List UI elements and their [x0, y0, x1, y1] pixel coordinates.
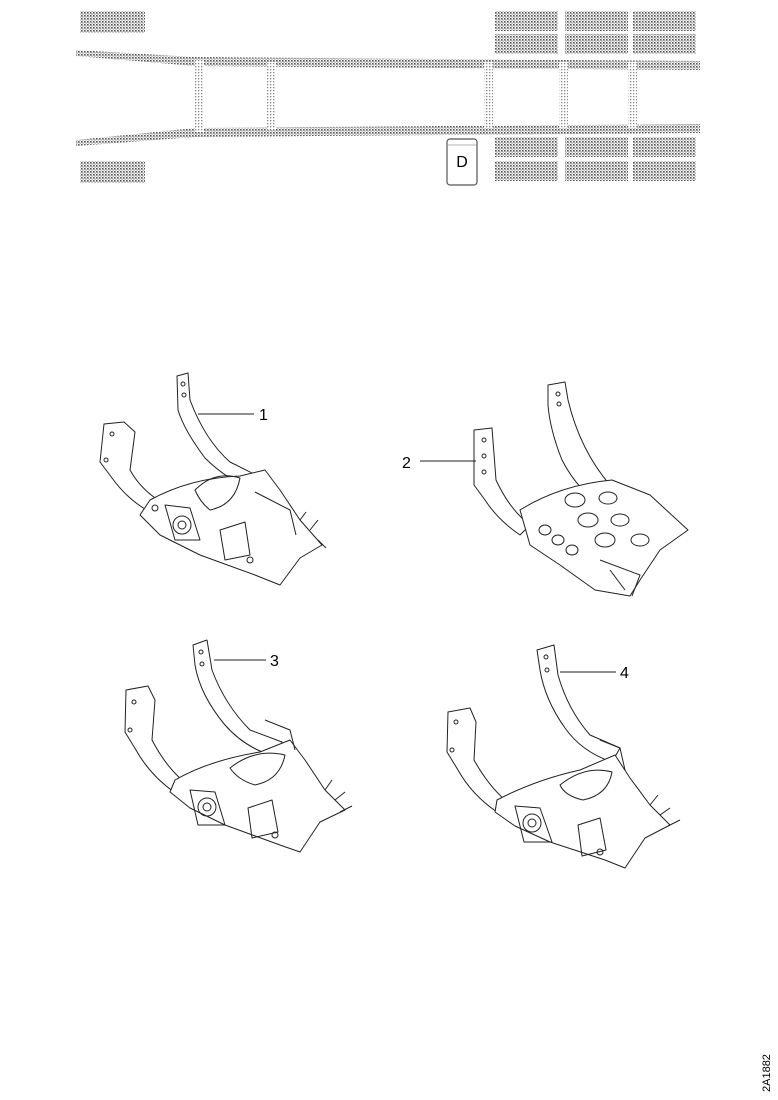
rear-wheels-top [495, 11, 696, 54]
front-right-wheel [80, 161, 145, 183]
bracket-part-3 [124, 639, 353, 853]
bracket-part-1 [99, 372, 327, 586]
rear-wheels-bottom [495, 137, 696, 181]
fuel-tank-label: D [456, 154, 468, 171]
front-left-wheel [80, 11, 145, 33]
callout-label-3: 3 [270, 653, 279, 670]
document-id: 2A1882 [761, 1054, 773, 1092]
callout-label-4: 4 [620, 665, 629, 682]
cross-members [195, 60, 637, 132]
chassis-overview: D [76, 11, 700, 186]
callout-label-1: 1 [259, 407, 268, 424]
frame-rail-bottom [76, 124, 700, 146]
fuel-tank: D [446, 138, 478, 186]
bracket-part-2 [473, 381, 689, 597]
bracket-part-4 [446, 644, 681, 869]
frame-rail-top [76, 50, 700, 70]
callout-label-2: 2 [402, 455, 411, 472]
